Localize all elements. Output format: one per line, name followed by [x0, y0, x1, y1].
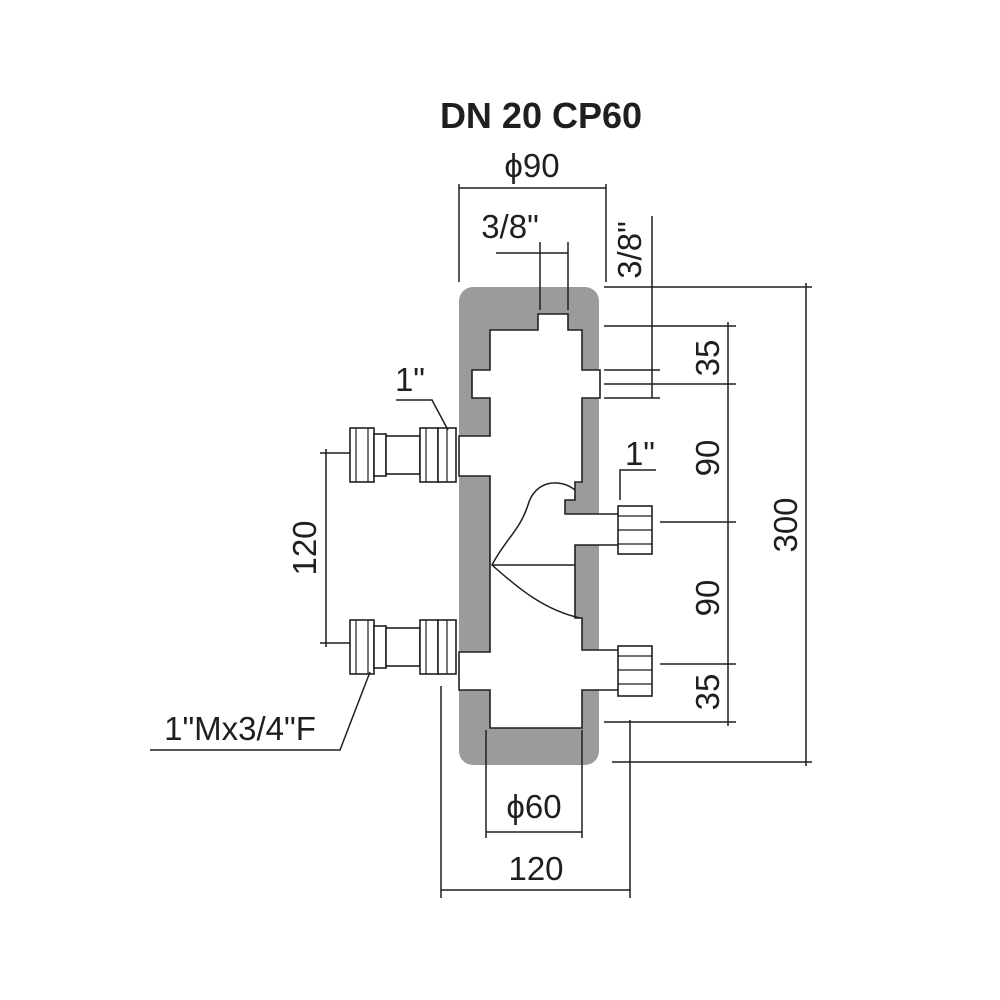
right-bottom-spacing-label: 35 [689, 674, 726, 711]
fitting-nut [419, 619, 439, 675]
left-port-thread-label: 1" [395, 361, 425, 398]
fitting-pipe [385, 627, 421, 667]
total-width-label: 120 [508, 850, 563, 887]
left-lower-fitting [349, 619, 457, 675]
right-upper-fitting [617, 505, 653, 555]
fitting-nut [617, 645, 653, 697]
side-port-thread-label: 3/8" [611, 221, 648, 279]
fitting-collar [373, 433, 387, 477]
fitting-pipe [385, 435, 421, 475]
fitting-thread-label: 1"Mx3/4"F [164, 710, 316, 747]
right-port-thread-label: 1" [625, 435, 655, 472]
fitting-nut [419, 427, 439, 483]
right-lower-spacing-label: 90 [689, 580, 726, 617]
top-port-thread-label: 3/8" [481, 208, 539, 245]
right-upper-spacing-label: 90 [689, 440, 726, 477]
separator-body [458, 287, 621, 765]
total-height-label: 300 [767, 497, 804, 552]
fitting-nut [349, 619, 375, 675]
internal-baffle [491, 482, 581, 619]
inner-cavity [458, 313, 621, 729]
top-diameter-label: ϕ90 [504, 147, 559, 184]
drawing-title: DN 20 CP60 [440, 95, 642, 136]
left-upper-fitting [349, 427, 457, 483]
fitting-nut [349, 427, 375, 483]
fitting-collar [373, 625, 387, 669]
right-lower-fitting [617, 645, 653, 697]
bottom-diameter-label: ϕ60 [506, 788, 561, 825]
left-spacing-label: 120 [286, 520, 323, 575]
right-top-spacing-label: 35 [689, 340, 726, 377]
dimension-lines [150, 184, 812, 898]
